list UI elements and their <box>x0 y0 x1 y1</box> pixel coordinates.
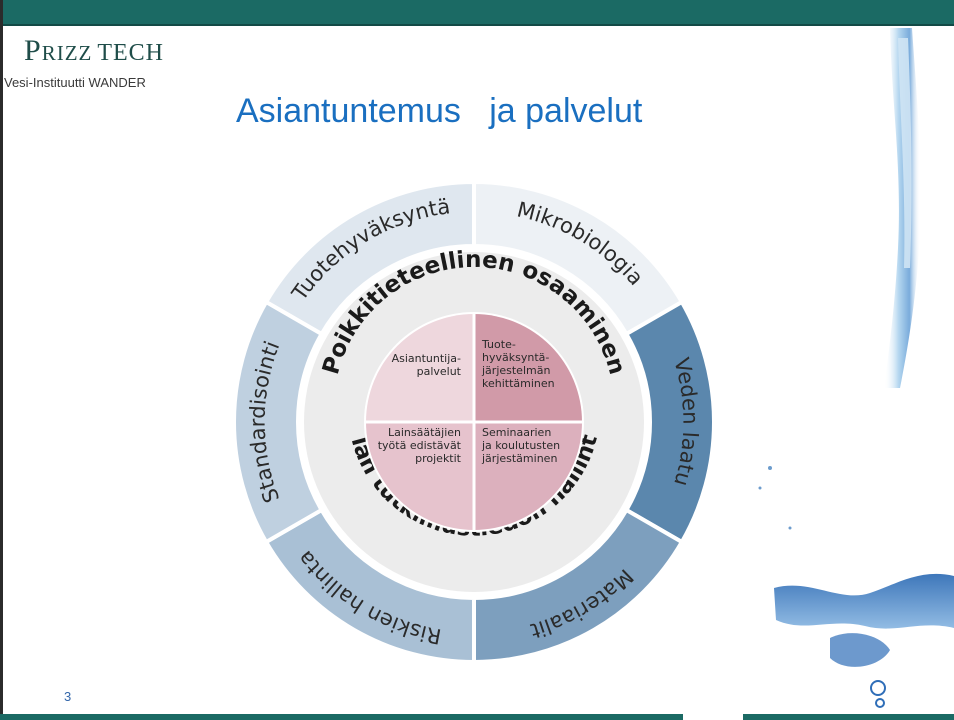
water-droplet <box>788 526 792 530</box>
page-number: 3 <box>64 689 72 704</box>
water-droplet <box>768 466 772 470</box>
bottom-bar-gap <box>683 714 743 720</box>
top-bar-line <box>0 24 954 26</box>
water-droplet <box>758 486 762 490</box>
bottom-bar <box>0 714 954 720</box>
water-stream-highlight <box>898 38 912 268</box>
water-splash-wave <box>774 573 954 629</box>
water-splash-image <box>758 28 954 708</box>
water-splash-drop <box>830 633 890 667</box>
water-stream <box>884 28 921 388</box>
quadrant-label: Asiantuntija-palvelut <box>392 352 462 378</box>
brand-logo: PRIZZ TECH <box>24 34 164 68</box>
brand-rest: RIZZ <box>41 41 93 65</box>
outer-ring <box>232 179 716 665</box>
left-border <box>0 0 3 720</box>
brand-subtitle: Vesi-Instituutti WANDER <box>4 75 146 90</box>
brand-tech: TECH <box>97 40 165 66</box>
top-bar <box>0 0 954 26</box>
water-bubble <box>875 698 885 708</box>
center-quadrants: Asiantuntija-palvelut Tuote-hyväksyntä-jä… <box>365 313 583 531</box>
water-bubble <box>870 680 886 696</box>
brand-initial: P <box>24 34 42 67</box>
slide-title: Asiantuntemus ja palvelut <box>236 92 643 130</box>
